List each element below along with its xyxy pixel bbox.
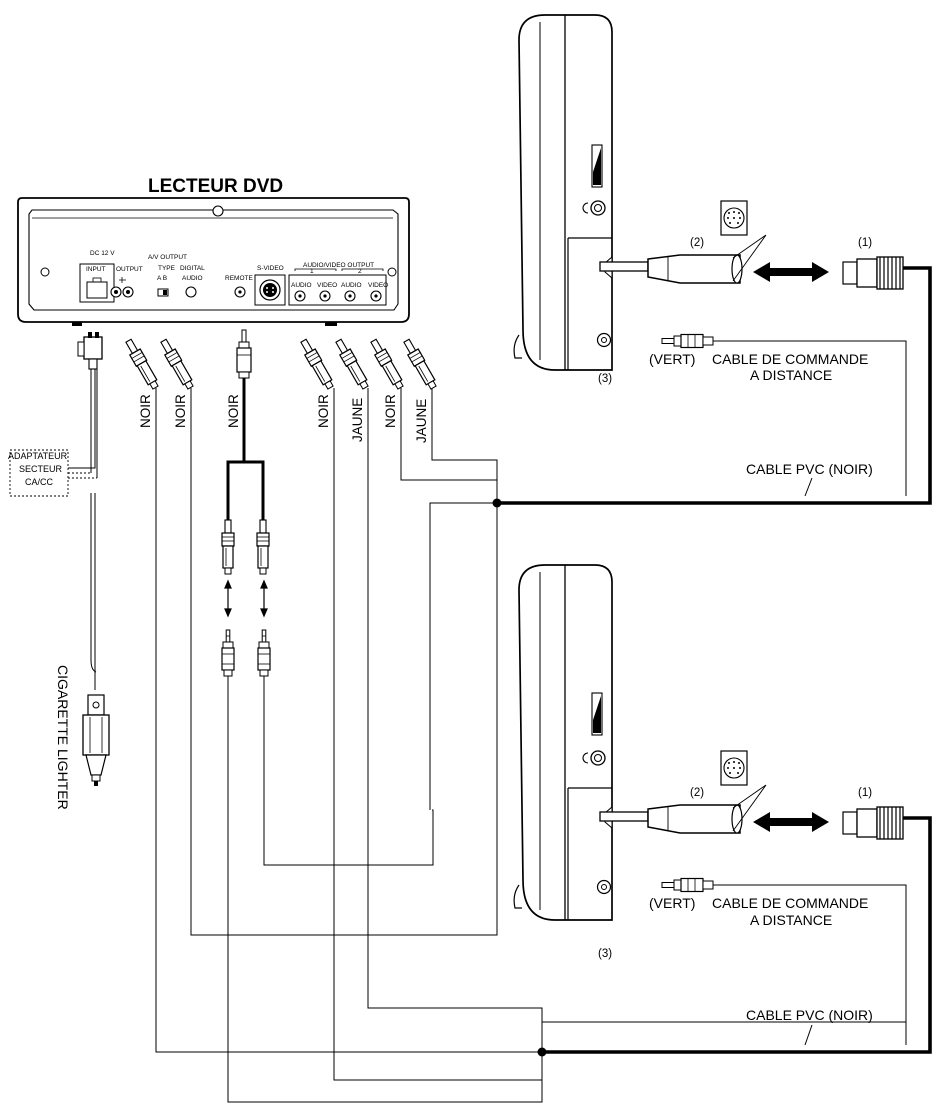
cable-label-2: NOIR xyxy=(173,394,188,428)
callout-2-top: (2) xyxy=(690,237,704,249)
vert-label-top: (VERT) xyxy=(649,351,695,367)
dvd-player: DC 12 V INPUT OUTPUT A/V OUTPUT TYPE A B… xyxy=(17,197,410,326)
av-ch2-label: 2 xyxy=(358,268,362,275)
callout-3-top: (3) xyxy=(598,373,612,385)
av-output-label: A/V OUTPUT xyxy=(148,254,187,261)
cigarette-lighter-label: CIGARETTE LIGHTER xyxy=(55,665,71,810)
pvc-cables xyxy=(497,266,932,1054)
jack-audio-1-label: AUDIO xyxy=(291,282,312,289)
jack-audio-2-label: AUDIO xyxy=(341,282,362,289)
cable-label-5: JAUNE xyxy=(350,398,365,442)
dc12v-label: DC 12 V xyxy=(90,250,115,257)
av-output-header: AUDIO/VIDEO OUTPUT xyxy=(303,262,374,269)
pvc-label-top: CABLE PVC (NOIR) xyxy=(746,461,873,477)
cable-label-3: NOIR xyxy=(226,394,241,428)
input-label: INPUT xyxy=(86,266,106,273)
vert-label-bottom: (VERT) xyxy=(649,895,695,911)
monitor-bottom xyxy=(513,564,904,921)
cable-label-7: JAUNE xyxy=(414,399,429,443)
digital-audio-label: AUDIO xyxy=(182,275,203,282)
adapter-line3: CA/CC xyxy=(25,477,54,487)
remote-cable-label-1-top: CABLE DE COMMANDE xyxy=(712,351,868,367)
splitter-arrows xyxy=(224,579,268,618)
remote-cable-label-1-bottom: CABLE DE COMMANDE xyxy=(712,895,868,911)
svideo-label: S-VIDEO xyxy=(257,265,284,272)
thin-cables xyxy=(155,388,906,1103)
page-title: LECTEUR DVD xyxy=(148,176,283,197)
cable-label-6: NOIR xyxy=(383,394,398,428)
power-plug xyxy=(77,332,103,370)
callout-1-bottom: (1) xyxy=(858,787,872,799)
remote-splitter xyxy=(226,329,265,520)
remote-label: REMOTE xyxy=(225,275,253,282)
jack-video-2-label: VIDEO xyxy=(368,282,388,289)
type-label: TYPE xyxy=(158,265,176,272)
remote-cable-label-2-top: A DISTANCE xyxy=(750,367,832,383)
cable-color-labels: NOIR NOIR NOIR NOIR JAUNE NOIR JAUNE xyxy=(138,394,429,443)
digital-label: DIGITAL xyxy=(180,265,205,272)
output-label: OUTPUT xyxy=(116,266,143,273)
cable-label-4: NOIR xyxy=(316,394,331,428)
adapter-box xyxy=(9,449,69,497)
type-ab-label: A B xyxy=(157,275,167,282)
av-ch1-label: 1 xyxy=(310,268,314,275)
callout-1-top: (1) xyxy=(858,237,872,249)
callout-2-bottom: (2) xyxy=(690,787,704,799)
remote-cable-label-2-bottom: A DISTANCE xyxy=(750,912,832,928)
power-cable xyxy=(56,369,98,690)
pvc-label-bottom: CABLE PVC (NOIR) xyxy=(746,1007,873,1023)
adapter-line1: ADAPTATEUR xyxy=(8,451,68,461)
callout-3-bottom: (3) xyxy=(598,948,612,960)
cable-label-1: NOIR xyxy=(138,394,153,428)
cigarette-lighter-plug xyxy=(82,694,110,786)
jack-video-1-label: VIDEO xyxy=(317,282,337,289)
adapter-line2: SECTEUR xyxy=(19,464,63,474)
monitor-top xyxy=(513,14,904,371)
